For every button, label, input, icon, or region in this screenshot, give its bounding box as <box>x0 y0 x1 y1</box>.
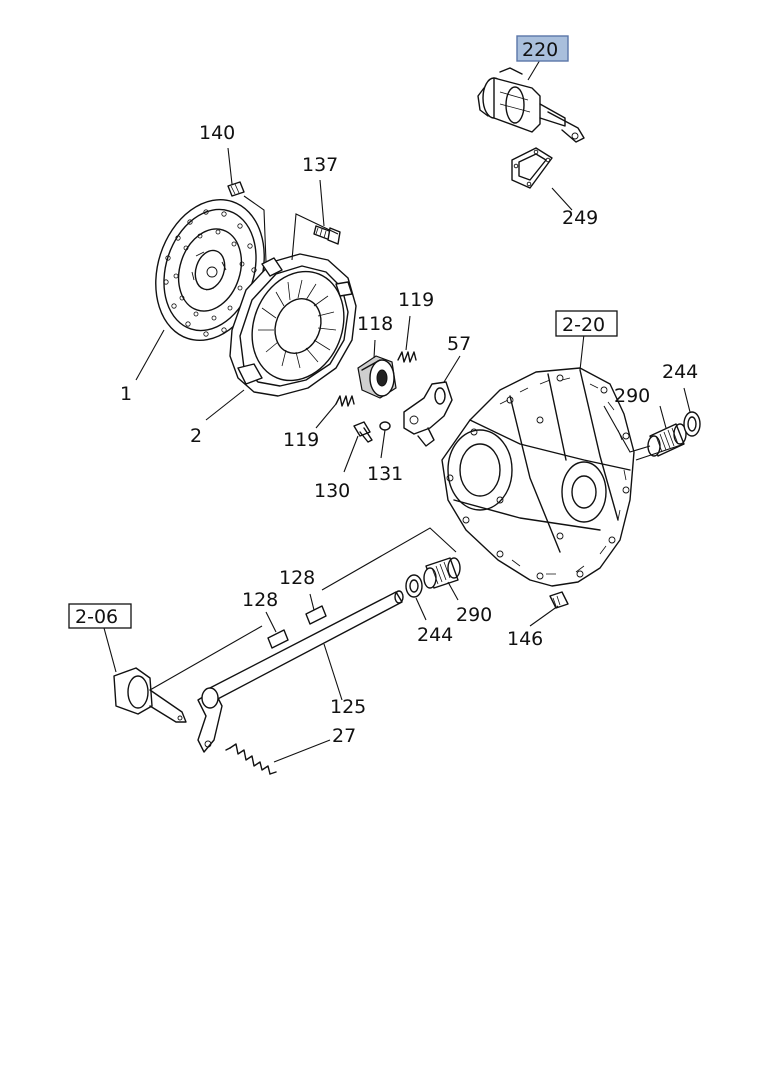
part-146-bolt[interactable] <box>549 591 569 609</box>
callout-244-right: 244 <box>662 361 698 383</box>
callout-130: 130 <box>314 480 350 502</box>
callout-27: 27 <box>332 725 356 747</box>
callout-131: 131 <box>367 463 403 485</box>
part-244-seal-lower[interactable] <box>405 574 423 598</box>
callout-244-lower: 244 <box>417 624 453 646</box>
callout-128-lower: 128 <box>242 589 278 611</box>
callout-290-right: 290 <box>614 385 650 407</box>
callout-137: 137 <box>302 154 338 176</box>
callout-140: 140 <box>199 122 235 144</box>
part-57-release-fork[interactable] <box>403 381 453 447</box>
leader-lines <box>103 59 691 763</box>
callout-1: 1 <box>120 383 132 405</box>
clutch-housing[interactable] <box>441 367 635 587</box>
ref-2-06-label: 2-06 <box>75 606 118 628</box>
part-137-bolt[interactable] <box>313 225 341 245</box>
ref-box-2-20[interactable]: 2-20 <box>555 310 618 337</box>
callout-146: 146 <box>507 628 543 650</box>
callout-128-upper: 128 <box>279 567 315 589</box>
part-27-return-spring[interactable] <box>225 743 277 775</box>
callout-220: 220 <box>522 39 558 61</box>
ref-box-2-06[interactable]: 2-06 <box>68 603 132 629</box>
part-220-release-cylinder[interactable] <box>477 67 585 143</box>
callout-57: 57 <box>447 333 471 355</box>
part-290-needle-bearing-right[interactable] <box>647 423 687 457</box>
part-140-stud[interactable] <box>227 181 245 197</box>
part-130-bolt[interactable] <box>353 421 373 443</box>
part-119-spring-top[interactable] <box>397 351 417 363</box>
callout-290-lower: 290 <box>456 604 492 626</box>
ref-box-220[interactable]: 220 <box>516 35 569 62</box>
callout-125: 125 <box>330 696 366 718</box>
part-119-spring-bottom[interactable] <box>335 395 355 407</box>
callout-119-bottom: 119 <box>283 429 319 451</box>
part-128-key-lower[interactable] <box>267 629 289 649</box>
part-249-gasket[interactable] <box>511 147 553 189</box>
part-125-release-shaft[interactable] <box>197 590 404 753</box>
ref-2-20-label: 2-20 <box>562 314 605 336</box>
part-131-washer[interactable] <box>379 421 391 431</box>
part-118-release-bearing[interactable] <box>357 355 397 399</box>
ref-206-actuator[interactable] <box>113 667 187 723</box>
callout-118: 118 <box>357 313 393 335</box>
callout-119-top: 119 <box>398 289 434 311</box>
part-128-key-upper[interactable] <box>305 605 327 625</box>
part-2-pressure-plate[interactable] <box>229 253 360 397</box>
part-244-seal-right[interactable] <box>683 411 701 437</box>
callout-2: 2 <box>190 425 202 447</box>
part-290-needle-bearing-lower[interactable] <box>423 557 461 589</box>
callout-249: 249 <box>562 207 598 229</box>
